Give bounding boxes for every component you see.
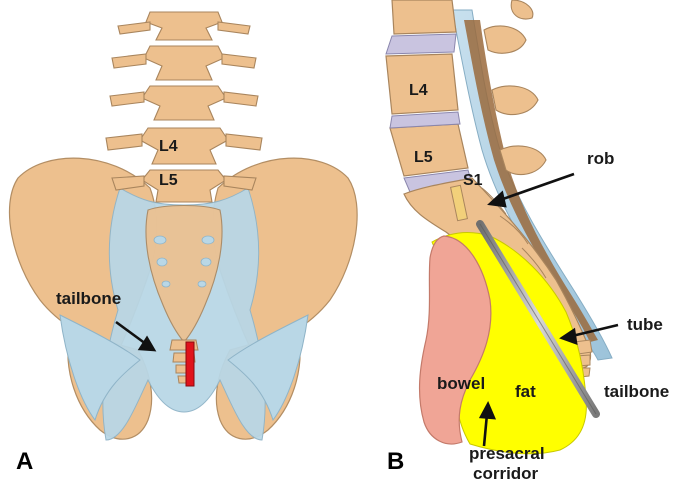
rob-arrow [487,172,575,208]
discs-b [385,33,473,193]
bowel-region [418,235,492,445]
tube-arrow [559,323,619,345]
red-marker [185,341,195,387]
tailbone-label-a: tailbone [56,289,122,308]
presacral-arrow [478,401,497,447]
bowel-label: bowel [437,374,486,393]
l5-label-b: L5 [414,149,433,166]
l4-label-a: L4 [159,138,178,155]
panel-a-letter: A [16,448,34,475]
fat-label: fat [515,382,536,401]
tailbone-arrow-a [115,320,157,352]
l4-vertebra-a [139,127,229,165]
panel-b-letter: B [387,448,405,475]
rob-label: rob [587,149,615,168]
tube-label: tube [627,315,663,334]
sacral-foramina-a [153,235,215,288]
panel-a [8,11,358,441]
presacral-label: presacral [469,444,545,463]
l5-label-a: L5 [159,172,178,189]
panel-b [385,0,619,455]
l4-body-b [385,53,459,115]
corridor-label: corridor [473,464,539,483]
spinous-processes-b [483,0,547,176]
lumbar-spine-a [105,11,263,203]
right-ligament-band [227,314,309,422]
lumbar-spine-b [385,0,469,177]
s1-target [449,184,469,222]
l4-label-b: L4 [409,82,428,99]
instrument-tube-edge [479,223,597,415]
left-ligament-band [59,314,141,422]
canal-contents [464,20,598,342]
s1-label-b: S1 [463,172,483,189]
tailbone-label-b: tailbone [604,382,670,401]
l5-vertebra-a [141,169,227,203]
